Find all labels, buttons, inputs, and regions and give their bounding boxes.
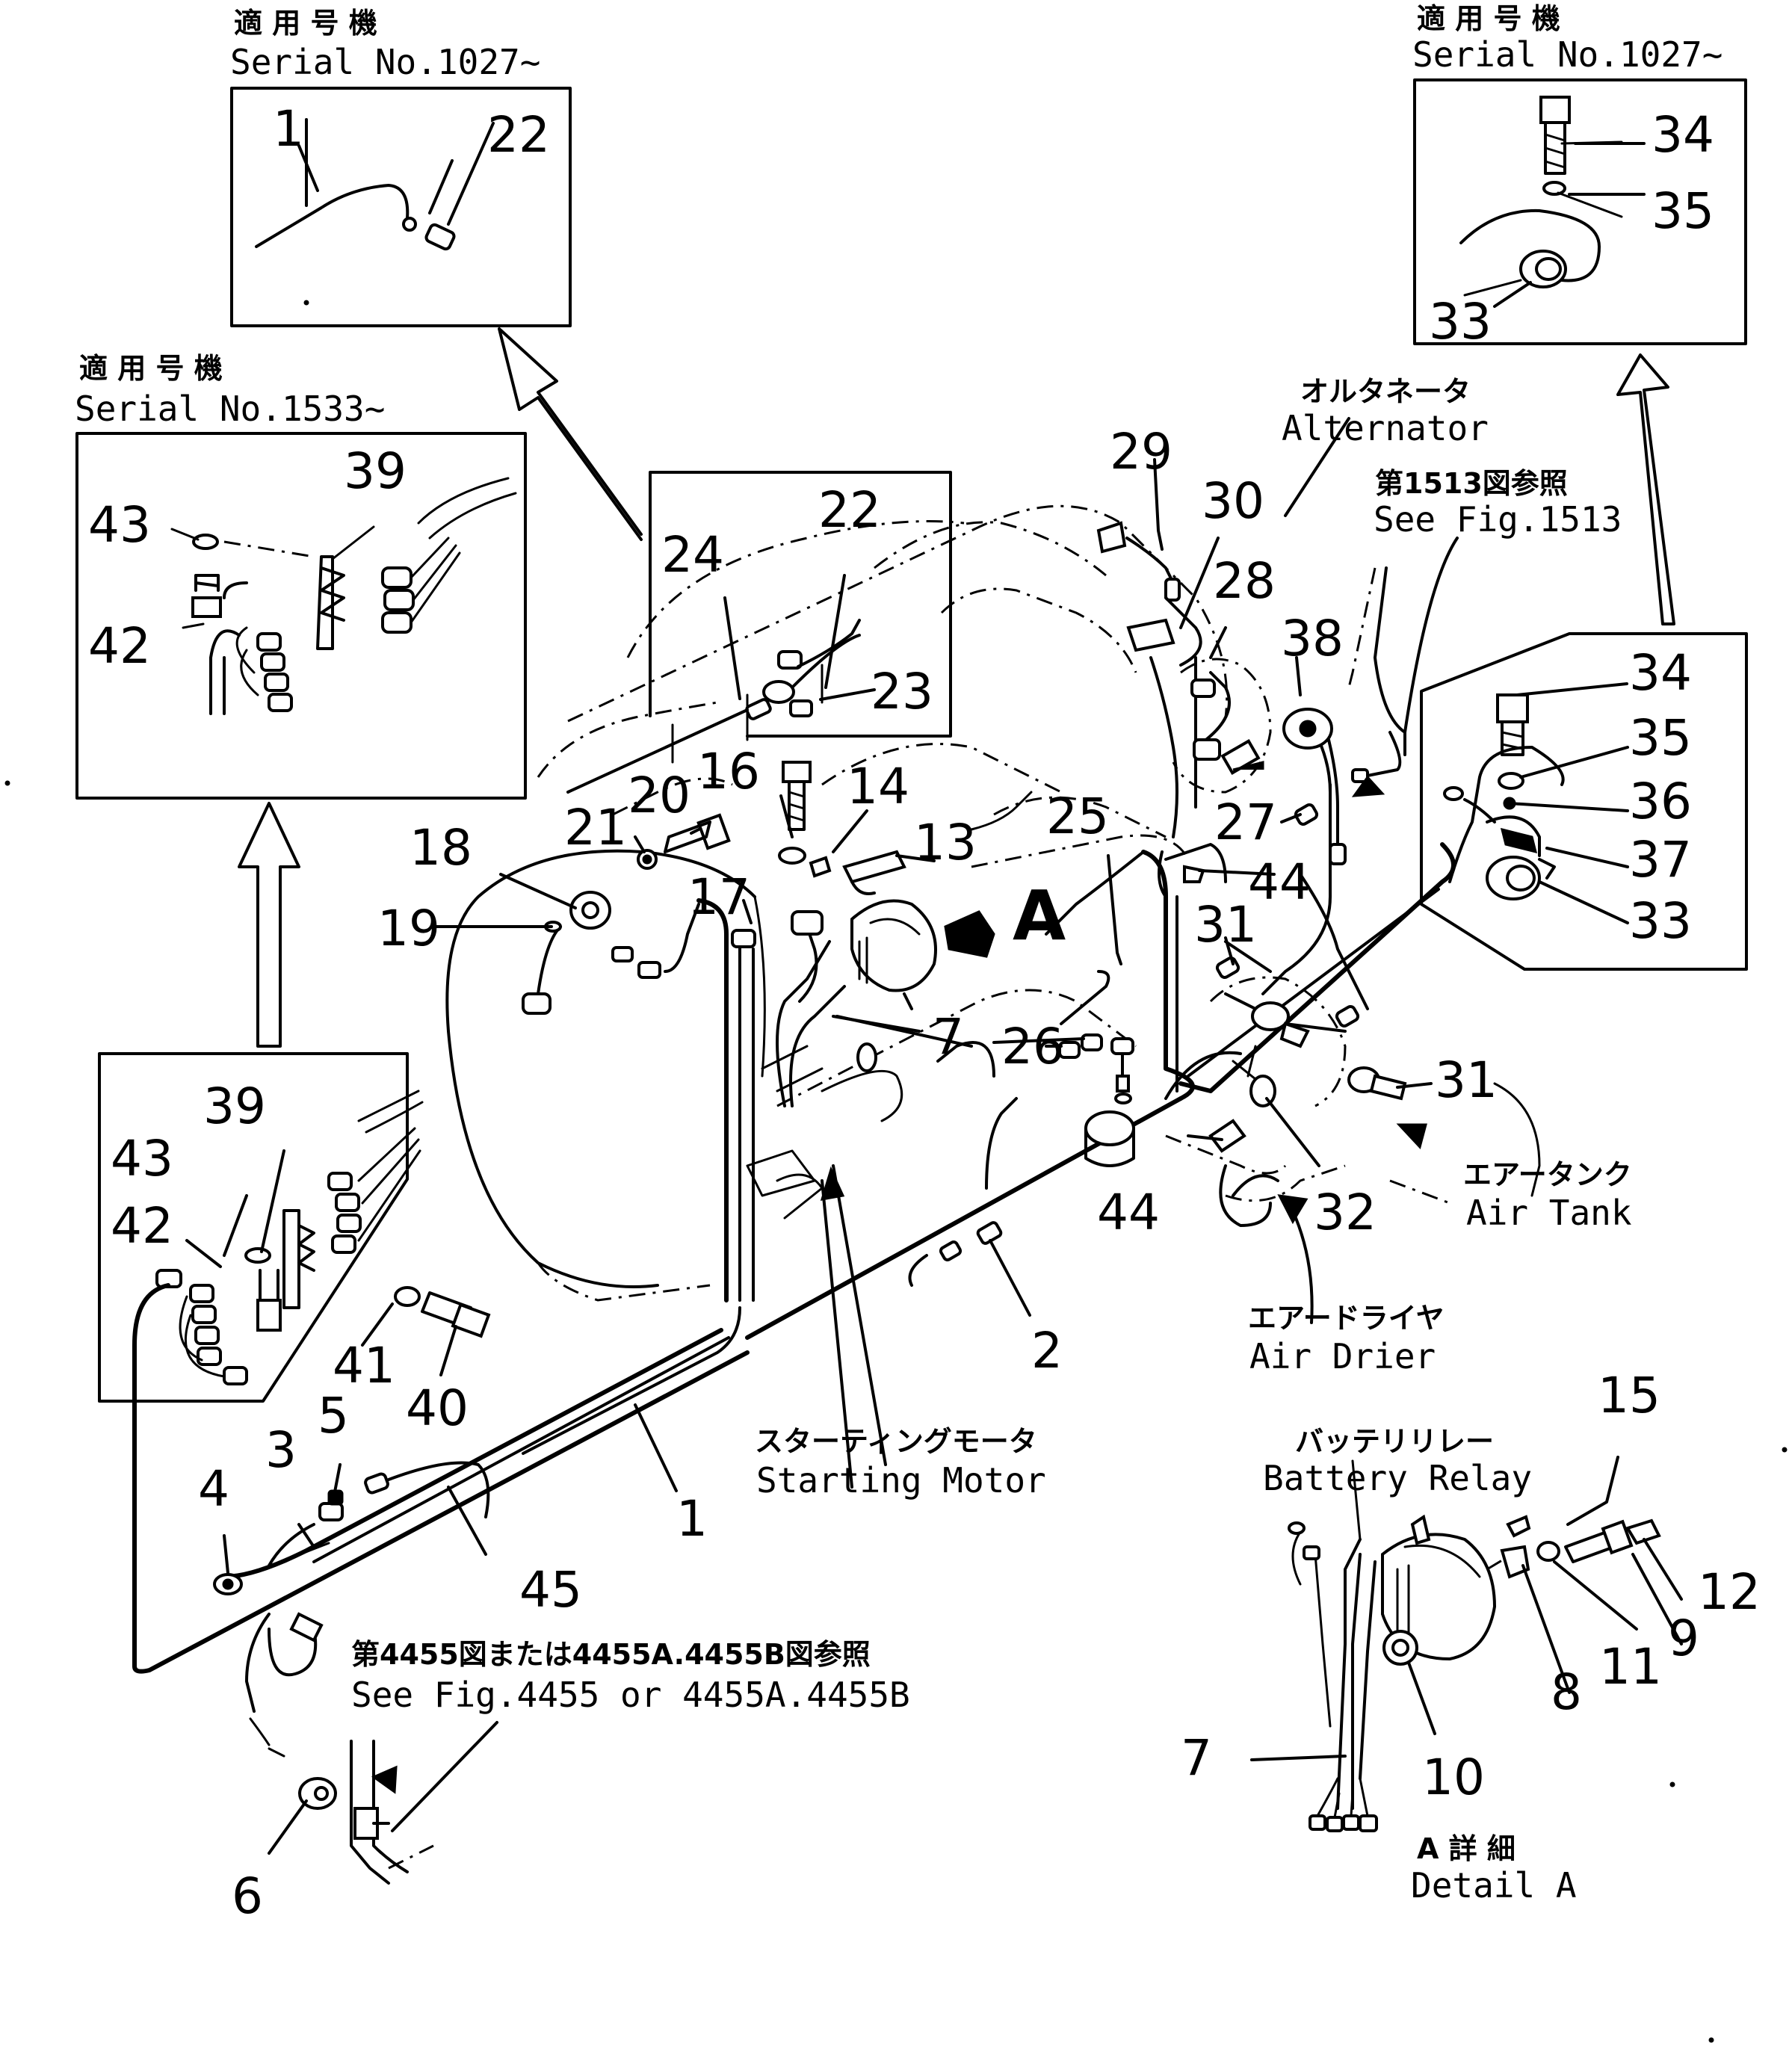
callout-42b: 42 bbox=[111, 1197, 173, 1255]
callout-18: 18 bbox=[410, 819, 472, 877]
callout-42: 42 bbox=[88, 617, 151, 675]
callout-29: 29 bbox=[1110, 423, 1172, 480]
air-tank-label-jp: エアータンク bbox=[1463, 1158, 1632, 1191]
callout-36: 36 bbox=[1629, 773, 1692, 830]
arrow-to-mid-left-inset bbox=[238, 802, 300, 1048]
air-drier-label-jp: エアードライヤ bbox=[1248, 1302, 1445, 1335]
callout-34-right: 34 bbox=[1629, 644, 1692, 702]
inset-mid-left-applicable-jp: 適 用 号 機 bbox=[79, 352, 223, 385]
inset-injector-frame bbox=[649, 471, 952, 738]
transmission-outline bbox=[761, 976, 1541, 1220]
callout-6: 6 bbox=[232, 1867, 263, 1925]
callout-16: 16 bbox=[697, 743, 760, 800]
callout-10: 10 bbox=[1422, 1749, 1485, 1806]
callout-28: 28 bbox=[1213, 552, 1276, 610]
callout-4: 4 bbox=[198, 1460, 229, 1518]
battery-relay-label-jp: バッテリリレー bbox=[1295, 1425, 1495, 1458]
inset-top-left-serial: Serial No.1027~ bbox=[230, 42, 541, 82]
flywheel-housing bbox=[445, 849, 766, 1302]
arrow-to-top-left-inset bbox=[498, 327, 643, 541]
callout-3: 3 bbox=[265, 1421, 297, 1479]
fig1513-ref-jp: 第1513図参照 bbox=[1375, 467, 1568, 500]
callout-7: 7 bbox=[933, 1008, 964, 1066]
callout-1: 1 bbox=[273, 100, 304, 158]
callout-43: 43 bbox=[88, 496, 151, 554]
detail-a-label-jp: A 詳 細 bbox=[1417, 1832, 1516, 1865]
callout-7b: 7 bbox=[1181, 1729, 1212, 1787]
fig4455-ref-jp: 第4455図または4455A.4455B図参照 bbox=[351, 1638, 871, 1671]
callout-25: 25 bbox=[1046, 788, 1109, 845]
callout-44-bottom: 44 bbox=[1097, 1184, 1160, 1241]
callout-30: 30 bbox=[1202, 472, 1264, 530]
callout-2: 2 bbox=[1031, 1322, 1063, 1379]
callout-35-right: 35 bbox=[1629, 709, 1692, 767]
callout-23: 23 bbox=[871, 663, 933, 720]
callout-8: 8 bbox=[1551, 1663, 1582, 1721]
callout-31-bottom: 31 bbox=[1435, 1051, 1498, 1109]
callout-5: 5 bbox=[318, 1387, 349, 1444]
inset-top-right-serial: Serial No.1027~ bbox=[1412, 34, 1723, 75]
main-wire-harness bbox=[222, 746, 1565, 1579]
callout-41: 41 bbox=[333, 1337, 395, 1394]
callout-11: 11 bbox=[1599, 1638, 1662, 1696]
view-a-marker: A bbox=[1013, 876, 1066, 956]
callout-33: 33 bbox=[1429, 293, 1492, 350]
scan-dots bbox=[4, 300, 1788, 2043]
air-drier-label-en: Air Drier bbox=[1249, 1336, 1436, 1376]
callout-31-top: 31 bbox=[1194, 896, 1257, 954]
callout-1b: 1 bbox=[676, 1490, 708, 1548]
inset-mid-left-frame bbox=[75, 432, 527, 800]
callout-40: 40 bbox=[406, 1379, 469, 1437]
leader-lines bbox=[170, 140, 1683, 1855]
air-tank-label-en: Air Tank bbox=[1466, 1193, 1632, 1233]
harness-branches bbox=[776, 596, 1347, 1227]
callout-44-top: 44 bbox=[1248, 853, 1311, 911]
callout-19: 19 bbox=[377, 900, 440, 957]
fig1513-ref-en: See Fig.1513 bbox=[1374, 499, 1622, 540]
components bbox=[213, 521, 1661, 1885]
alternator-label-en: Alternator bbox=[1282, 408, 1489, 448]
inset-right-frame bbox=[1420, 632, 1748, 971]
callout-26: 26 bbox=[1001, 1018, 1064, 1075]
callout-35: 35 bbox=[1652, 182, 1714, 240]
inset-mid-left-serial: Serial No.1533~ bbox=[75, 389, 386, 429]
callout-27: 27 bbox=[1214, 794, 1277, 851]
callout-39: 39 bbox=[344, 442, 407, 500]
callout-33-right: 33 bbox=[1629, 892, 1692, 950]
callout-17: 17 bbox=[688, 868, 750, 926]
arrowheads bbox=[371, 775, 1427, 1794]
callout-14: 14 bbox=[847, 758, 909, 815]
callout-9: 9 bbox=[1668, 1610, 1699, 1667]
fig4455-ref-en: See Fig.4455 or 4455A.4455B bbox=[351, 1675, 910, 1715]
inset-top-right-applicable-jp: 適 用 号 機 bbox=[1417, 2, 1560, 35]
callout-13: 13 bbox=[914, 814, 977, 871]
inset-top-left-frame bbox=[230, 87, 572, 327]
starting-motor-label-jp: スターティングモータ bbox=[755, 1425, 1037, 1458]
callout-32: 32 bbox=[1314, 1184, 1377, 1241]
alternator-label-jp: オルタネータ bbox=[1300, 375, 1471, 408]
inset-top-right-frame bbox=[1413, 78, 1747, 345]
callout-37: 37 bbox=[1629, 831, 1692, 889]
callout-20: 20 bbox=[628, 767, 690, 824]
callout-43b: 43 bbox=[111, 1130, 173, 1187]
detail-a-label-en: Detail A bbox=[1411, 1865, 1577, 1906]
arrow-to-top-right-inset bbox=[1616, 353, 1675, 625]
callout-22b: 22 bbox=[818, 481, 881, 539]
callout-39b: 39 bbox=[203, 1078, 266, 1135]
callout-38: 38 bbox=[1281, 610, 1344, 667]
callout-21: 21 bbox=[564, 799, 627, 856]
callout-45: 45 bbox=[519, 1561, 582, 1619]
callout-34: 34 bbox=[1652, 106, 1714, 164]
battery-relay-label-en: Battery Relay bbox=[1263, 1458, 1533, 1498]
starting-motor-label-en: Starting Motor bbox=[756, 1460, 1046, 1501]
callout-12: 12 bbox=[1698, 1563, 1761, 1621]
inset-bottom-left-frame bbox=[98, 1052, 750, 1674]
inset-top-left-applicable-jp: 適 用 号 機 bbox=[234, 7, 377, 40]
callout-24: 24 bbox=[661, 526, 724, 584]
callout-15: 15 bbox=[1598, 1367, 1660, 1424]
callout-22: 22 bbox=[487, 106, 550, 164]
